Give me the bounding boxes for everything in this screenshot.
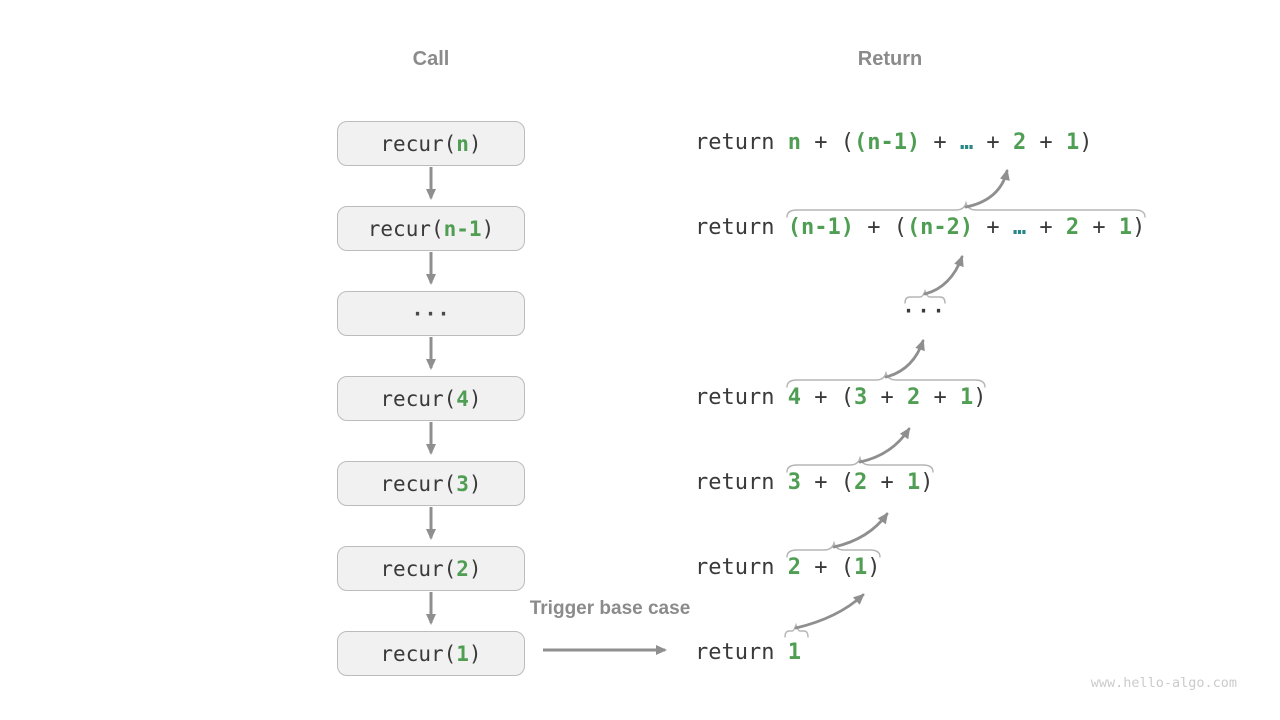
return-line-base-case: return 1 [695,640,801,665]
ellipsis-teal: … [959,130,974,155]
watermark: www.hello-algo.com [1090,675,1237,691]
trigger-base-case-label: Trigger base case [529,598,691,619]
call-box-recur-3: recur(3) [337,461,525,506]
call-box-recur-n: recur(n) [337,121,525,166]
return-line-2-plus-1: return 2 + (1) [695,555,881,580]
expression-braces [784,200,1146,638]
return-line-4: return 4 + (3 + 2 + 1) [695,385,987,410]
call-box-text: recur( [380,131,457,156]
return-keyword: return [695,130,788,155]
call-box-text: recur( [380,641,457,666]
call-box-text: recur( [380,386,457,411]
call-box-arg: 1 [456,641,469,666]
call-box-text: ) [468,471,482,496]
call-box-recur-n-1: recur(n-1) [337,206,525,251]
return-keyword: return [695,555,788,580]
call-column-header: Call [412,48,450,70]
return-arrow-2-to-1 [964,169,1010,209]
call-box-arg: 4 [456,386,469,411]
call-box-arg: 3 [456,471,469,496]
return-line-1: return n + ((n-1) + … + 2 + 1) [695,130,1093,155]
ellipsis-dots: ··· [411,301,451,326]
return-arrow-7-to-6 [794,593,865,630]
call-box-text: ) [468,641,482,666]
return-arrow-6-to-5 [832,512,889,549]
call-box-arg: n [456,131,469,156]
call-box-text: ) [481,216,495,241]
call-box-recur-1: recur(1) [337,631,525,676]
call-box-text: recur( [380,556,457,581]
brace-row-5 [786,455,934,473]
brace-row-7 [784,622,809,638]
call-box-text: ) [468,386,482,411]
brace-row-6 [786,540,881,558]
call-box-text: ) [468,556,482,581]
return-flow-arrows [794,169,1010,630]
brace-row-dots [904,288,946,304]
return-line-3: return 3 + (2 + 1) [695,470,934,495]
return-line-2: return (n-1) + ((n-2) + … + 2 + 1) [695,215,1146,240]
return-arrow-4-to-dots [884,339,925,379]
call-box-ellipsis: ··· [337,291,525,336]
call-box-recur-2: recur(2) [337,546,525,591]
ellipsis-teal: … [1012,215,1027,240]
return-column-header: Return [857,48,923,70]
return-arrow-dots-to-2 [923,255,964,296]
return-keyword: return [695,470,788,495]
call-box-text: recur( [380,471,457,496]
return-keyword: return [695,215,788,240]
return-keyword: return [695,640,788,665]
return-keyword: return [695,385,788,410]
call-box-arg: 2 [456,556,469,581]
return-line-ellipsis: ··· [902,299,948,323]
call-box-recur-4: recur(4) [337,376,525,421]
brace-row-4 [786,370,986,388]
call-box-arg: n-1 [443,216,482,241]
brace-row-2 [786,200,1146,218]
call-box-text: recur( [367,216,444,241]
return-arrow-5-to-4 [858,427,911,464]
call-box-text: ) [468,131,482,156]
